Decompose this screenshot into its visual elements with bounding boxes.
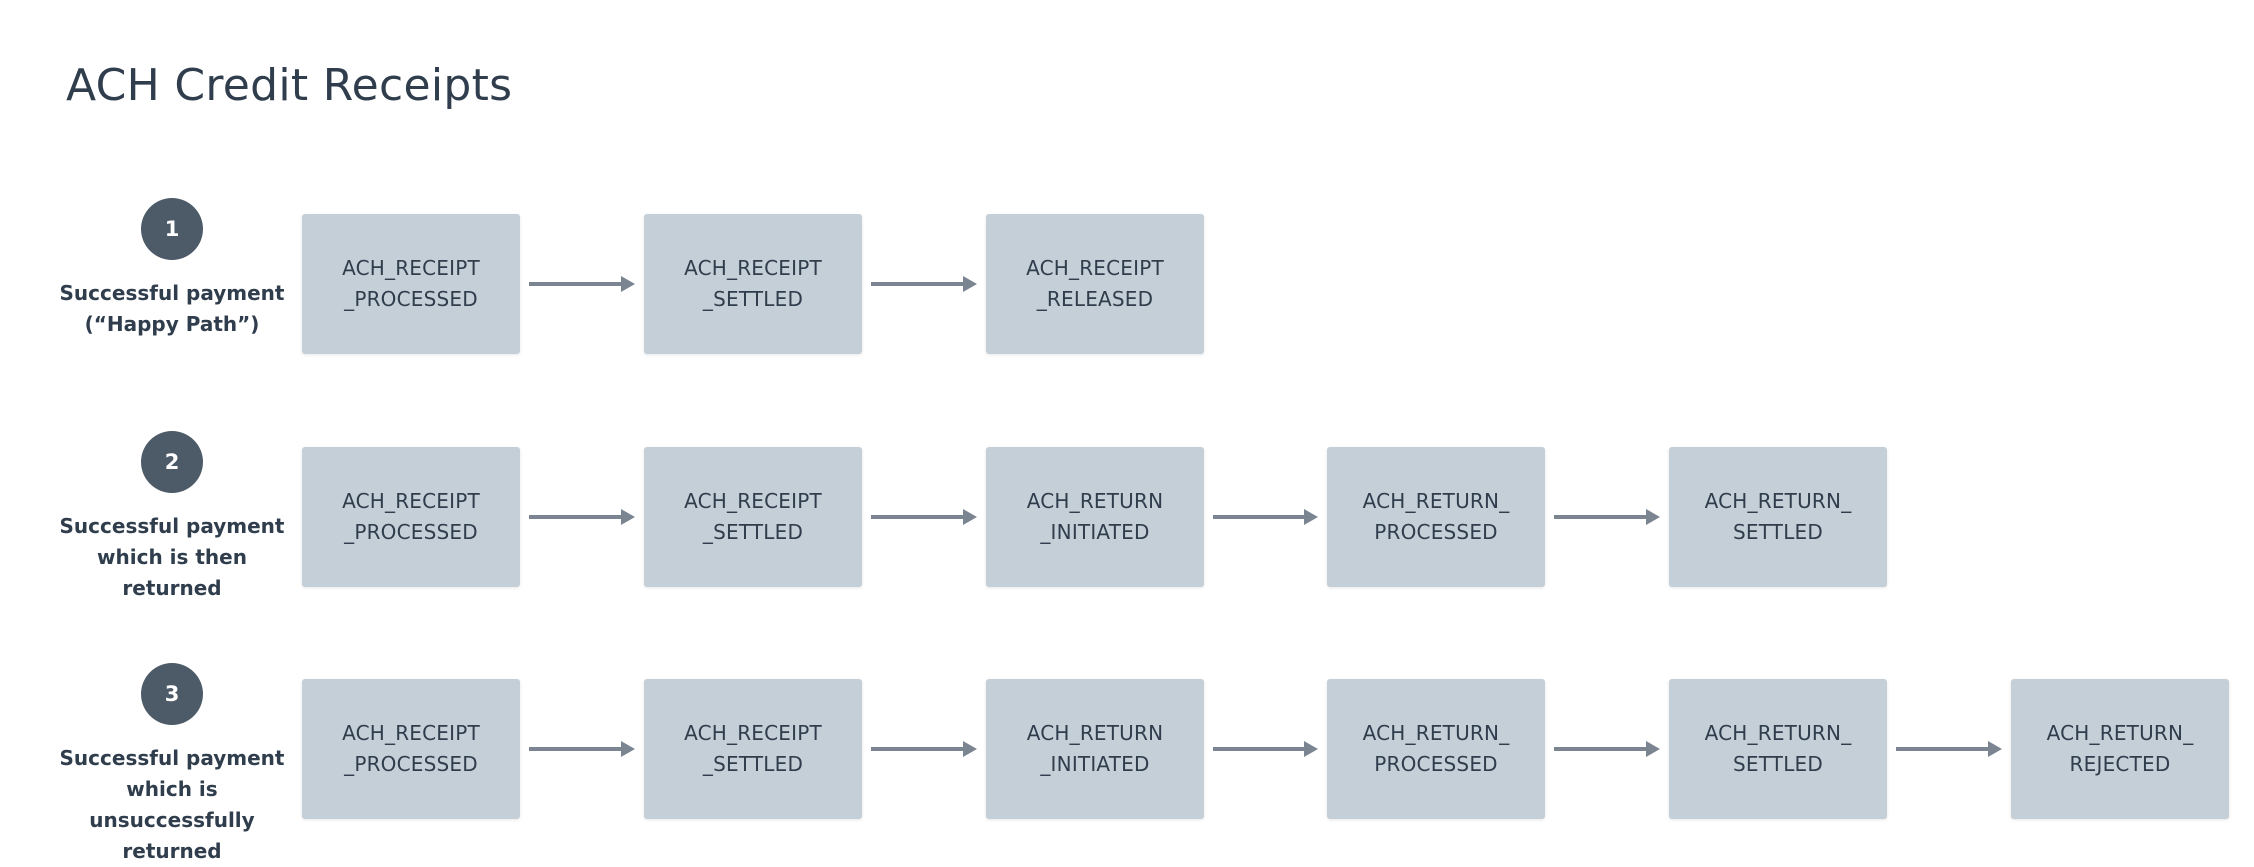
arrow-right-icon	[529, 276, 635, 292]
step-number-badge: 2	[141, 431, 203, 493]
state-box: ACH_RETURN _INITIATED	[986, 679, 1204, 819]
state-label: ACH_RECEIPT _RELEASED	[1026, 256, 1164, 311]
state-label: ACH_RETURN _INITIATED	[1026, 721, 1164, 776]
state-box: ACH_RETURN _INITIATED	[986, 447, 1204, 587]
state-label: ACH_RECEIPT _PROCESSED	[342, 489, 480, 544]
state-label: ACH_RETURN _INITIATED	[1026, 489, 1164, 544]
state-label: ACH_RETURN_ PROCESSED	[1362, 489, 1510, 544]
state-label: ACH_RECEIPT _PROCESSED	[342, 256, 480, 311]
arrow-right-icon	[1554, 741, 1660, 757]
state-box: ACH_RECEIPT _PROCESSED	[302, 214, 520, 354]
flow-caption: Successful payment (“Happy Path”)	[59, 281, 285, 336]
arrow-right-icon	[1213, 509, 1318, 525]
step-number-badge: 3	[141, 663, 203, 725]
arrow-right-icon	[871, 741, 977, 757]
flow-caption: Successful payment which is then returne…	[59, 514, 285, 600]
state-box: ACH_RECEIPT _SETTLED	[644, 679, 862, 819]
arrow-right-icon	[1554, 509, 1660, 525]
arrow-right-icon	[529, 509, 635, 525]
state-label: ACH_RETURN_ REJECTED	[2046, 721, 2194, 776]
state-box: ACH_RECEIPT _SETTLED	[644, 447, 862, 587]
state-label: ACH_RETURN_ SETTLED	[1704, 721, 1852, 776]
state-label: ACH_RECEIPT _SETTLED	[684, 256, 822, 311]
arrow-right-icon	[529, 741, 635, 757]
state-label: ACH_RECEIPT _SETTLED	[684, 721, 822, 776]
state-box: ACH_RETURN_ SETTLED	[1669, 679, 1887, 819]
flow-caption: Successful payment which is unsuccessful…	[59, 746, 285, 863]
state-box: ACH_RETURN_ PROCESSED	[1327, 447, 1545, 587]
state-label: ACH_RETURN_ SETTLED	[1704, 489, 1852, 544]
arrow-right-icon	[871, 276, 977, 292]
state-box: ACH_RETURN_ REJECTED	[2011, 679, 2229, 819]
page-title: ACH Credit Receipts	[66, 60, 513, 111]
state-box: ACH_RECEIPT _PROCESSED	[302, 447, 520, 587]
state-box: ACH_RECEIPT _RELEASED	[986, 214, 1204, 354]
arrow-right-icon	[1213, 741, 1318, 757]
state-box: ACH_RECEIPT _PROCESSED	[302, 679, 520, 819]
arrow-right-icon	[1896, 741, 2002, 757]
state-label: ACH_RECEIPT _PROCESSED	[342, 721, 480, 776]
state-box: ACH_RETURN_ PROCESSED	[1327, 679, 1545, 819]
step-number-badge: 1	[141, 198, 203, 260]
state-label: ACH_RETURN_ PROCESSED	[1362, 721, 1510, 776]
state-box: ACH_RECEIPT _SETTLED	[644, 214, 862, 354]
state-label: ACH_RECEIPT _SETTLED	[684, 489, 822, 544]
arrow-right-icon	[871, 509, 977, 525]
state-box: ACH_RETURN_ SETTLED	[1669, 447, 1887, 587]
